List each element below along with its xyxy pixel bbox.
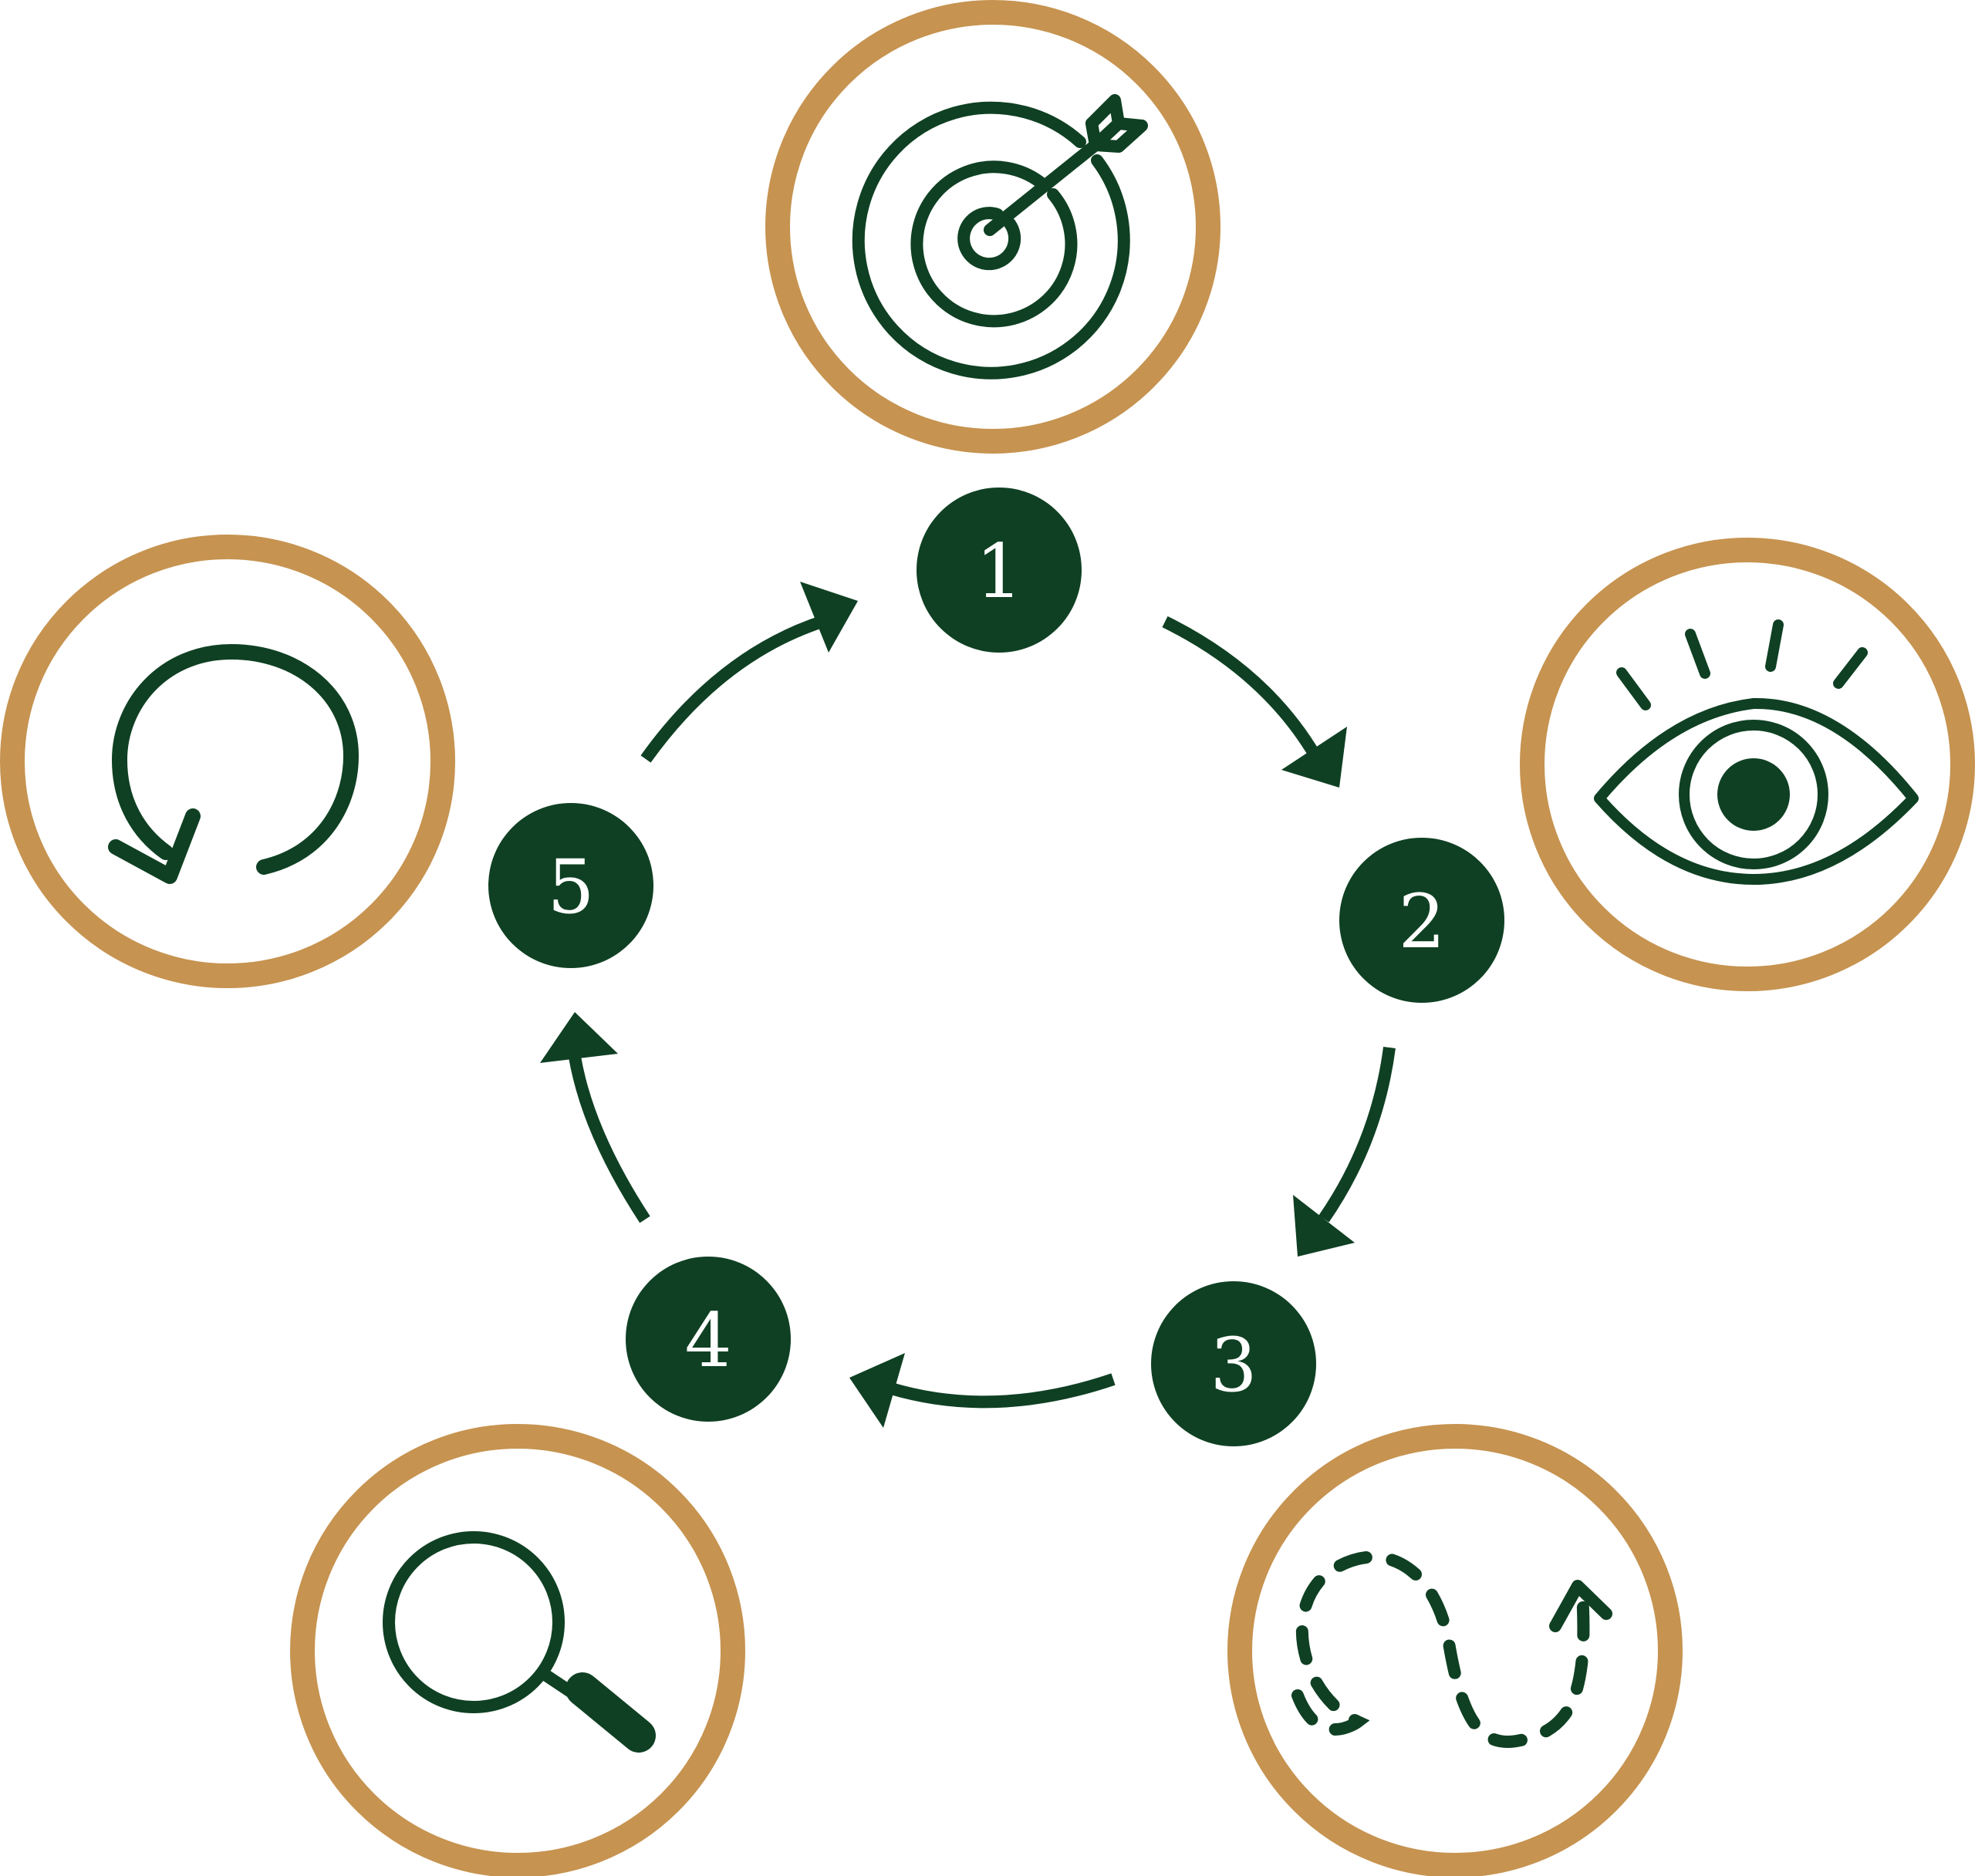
step-3-badge: 3 bbox=[1151, 1281, 1316, 1446]
step-5-number: 5 bbox=[547, 844, 594, 930]
step-1-number: 1 bbox=[975, 528, 1022, 615]
arrow-5-to-1 bbox=[640, 582, 858, 763]
step-3-number: 3 bbox=[1210, 1322, 1257, 1409]
step-2-number: 2 bbox=[1398, 879, 1445, 965]
arrow-3-to-4 bbox=[849, 1353, 1116, 1428]
step-4-icon-circle bbox=[290, 1424, 745, 1876]
magnifier-icon bbox=[383, 1531, 656, 1753]
step-1-icon-circle bbox=[765, 0, 1220, 454]
step-5-icon-circle bbox=[0, 535, 455, 988]
step-5-badge: 5 bbox=[488, 803, 653, 968]
eye-icon bbox=[1594, 619, 1919, 885]
cycle-arrows bbox=[540, 582, 1396, 1428]
arrow-1-to-2 bbox=[1162, 616, 1347, 788]
step-4-badge: 4 bbox=[626, 1257, 791, 1422]
dashed-path-icon bbox=[1291, 1550, 1612, 1749]
refresh-icon bbox=[108, 644, 359, 884]
step-2-icon-circle bbox=[1520, 538, 1975, 991]
target-arrow-icon bbox=[852, 94, 1148, 380]
arrow-4-to-5 bbox=[540, 1012, 650, 1223]
step-4-number: 4 bbox=[684, 1297, 731, 1384]
step-1-badge: 1 bbox=[917, 488, 1082, 653]
step-3-icon-circle bbox=[1227, 1424, 1683, 1876]
arrow-2-to-3 bbox=[1293, 1046, 1396, 1257]
step-2-badge: 2 bbox=[1339, 838, 1504, 1003]
